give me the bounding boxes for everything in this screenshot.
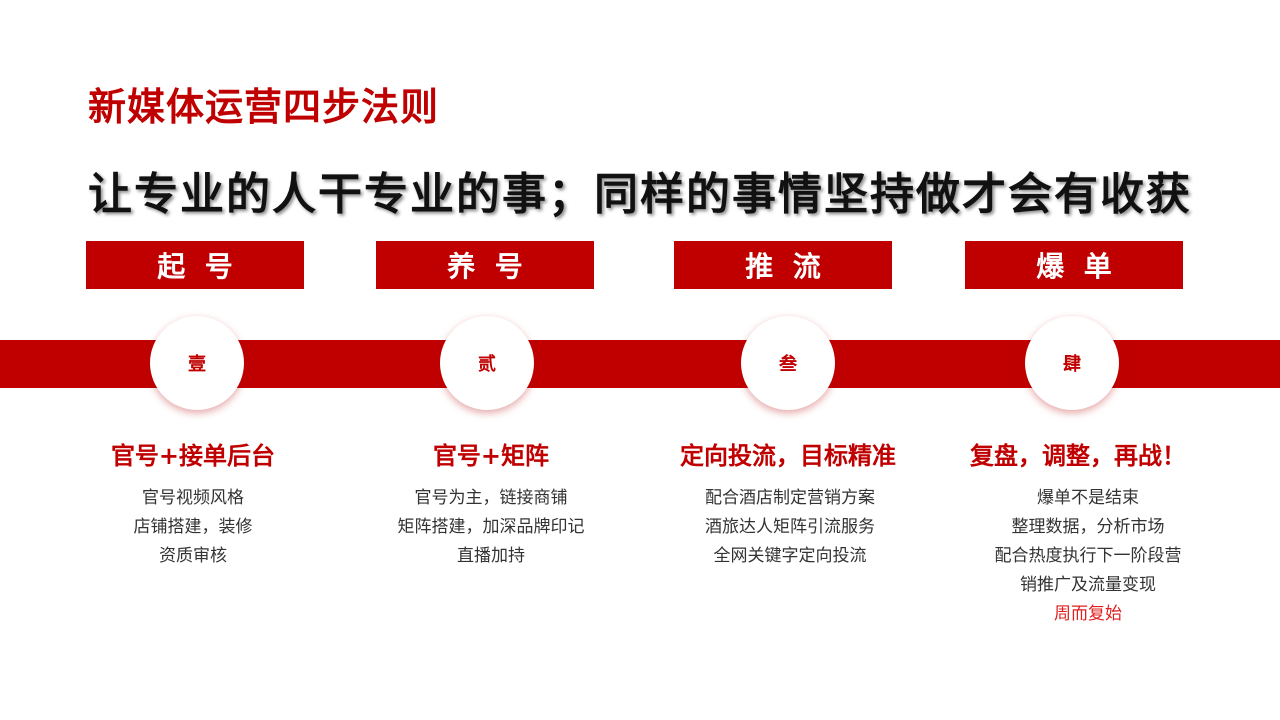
step-3-line: 全网关键字定向投流 <box>713 546 867 566</box>
page-subtitle: 让专业的人干专业的事；同样的事情坚持做才会有收获 <box>88 169 1192 220</box>
step-4-line: 整理数据，分析市场 <box>1011 517 1165 537</box>
page-title: 新媒体运营四步法则 <box>88 84 440 129</box>
step-2-numeral: 贰 <box>478 354 496 375</box>
step-1-header: 起 号 <box>86 241 304 289</box>
step-1-numeral: 壹 <box>188 354 206 375</box>
step-4-line: 销推广及流量变现 <box>1020 575 1156 595</box>
step-2-description: 官号为主，链接商铺 矩阵搭建，加深品牌印记 直播加持 <box>341 484 641 571</box>
step-4-description: 爆单不是结束 整理数据，分析市场 配合热度执行下一阶段营 销推广及流量变现 周而… <box>938 484 1238 629</box>
step-3-circle: 叁 <box>741 316 835 410</box>
step-1-line: 官号视频风格 <box>142 488 244 508</box>
step-4-highlight-line: 周而复始 <box>1054 604 1122 624</box>
step-1-title: 官号+接单后台 <box>110 441 276 470</box>
step-1-circle: 壹 <box>150 316 244 410</box>
step-4-header: 爆 单 <box>965 241 1183 289</box>
step-2-circle: 贰 <box>440 316 534 410</box>
step-4-line: 爆单不是结束 <box>1037 488 1139 508</box>
step-3-line: 酒旅达人矩阵引流服务 <box>705 517 875 537</box>
step-4-numeral: 肆 <box>1063 354 1081 375</box>
step-1-line: 店铺搭建，装修 <box>133 517 253 537</box>
step-2-line: 矩阵搭建，加深品牌印记 <box>397 517 585 537</box>
step-3-numeral: 叁 <box>779 354 797 375</box>
step-3-line: 配合酒店制定营销方案 <box>705 488 875 508</box>
step-2-line: 官号为主，链接商铺 <box>414 488 568 508</box>
step-1-line: 资质审核 <box>159 546 227 566</box>
step-3-header: 推 流 <box>674 241 892 289</box>
step-4-title: 复盘，调整，再战！ <box>970 441 1186 470</box>
step-1-description: 官号视频风格 店铺搭建，装修 资质审核 <box>43 484 343 571</box>
step-3-description: 配合酒店制定营销方案 酒旅达人矩阵引流服务 全网关键字定向投流 <box>640 484 940 571</box>
step-4-circle: 肆 <box>1025 316 1119 410</box>
step-3-title: 定向投流，目标精准 <box>680 441 896 470</box>
step-2-header: 养 号 <box>376 241 594 289</box>
step-2-line: 直播加持 <box>457 546 525 566</box>
step-4-line: 配合热度执行下一阶段营 <box>994 546 1182 566</box>
step-2-title: 官号+矩阵 <box>432 441 550 470</box>
